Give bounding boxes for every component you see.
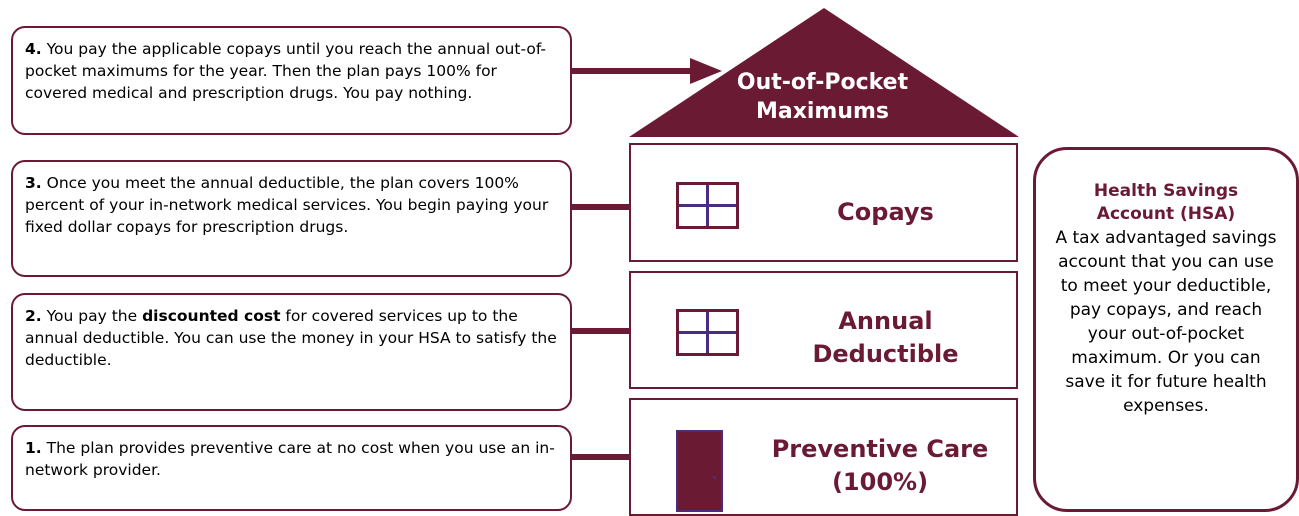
step-2-text-after: for covered services up to the annual de… xyxy=(25,307,557,369)
door-icon xyxy=(676,430,723,512)
hsa-box: Health Savings Account (HSA) A tax advan… xyxy=(1033,147,1299,512)
step-4-number: 4. xyxy=(25,40,42,58)
step-2-box: 2. You pay the discounted cost for cover… xyxy=(11,293,572,411)
floor-label-preventive-care: Preventive Care (100%) xyxy=(771,435,989,496)
step-3-box: 3. Once you meet the annual deductible, … xyxy=(11,160,572,277)
step-2-number: 2. xyxy=(25,307,42,325)
step-3-text: Once you meet the annual deductible, the… xyxy=(25,174,549,236)
house-roof xyxy=(629,8,1019,137)
hsa-description: A tax advantaged savings account that yo… xyxy=(1055,228,1277,416)
step-2-bold-text: discounted cost xyxy=(142,307,281,325)
floor-label-annual-deductible: Annual Deductible xyxy=(812,307,959,368)
window-icon xyxy=(676,309,739,356)
floor-label-copays: Copays xyxy=(837,198,934,226)
arrow-step-4 xyxy=(572,58,722,84)
step-3-number: 3. xyxy=(25,174,42,192)
roof-title: Out-of-Pocket Maximums xyxy=(736,70,909,124)
step-1-number: 1. xyxy=(25,439,42,457)
step-4-text: You pay the applicable copays until you … xyxy=(25,40,547,102)
hsa-title: Health Savings Account (HSA) xyxy=(1093,181,1239,224)
floor-copays xyxy=(629,143,1018,262)
step-4-box: 4. You pay the applicable copays until y… xyxy=(11,26,572,135)
step-1-box: 1. The plan provides preventive care at … xyxy=(11,425,572,511)
floor-annual-deductible xyxy=(629,271,1018,389)
step-2-text-before: You pay the xyxy=(41,307,143,325)
step-1-text: The plan provides preventive care at no … xyxy=(25,439,555,479)
window-icon xyxy=(676,182,739,229)
